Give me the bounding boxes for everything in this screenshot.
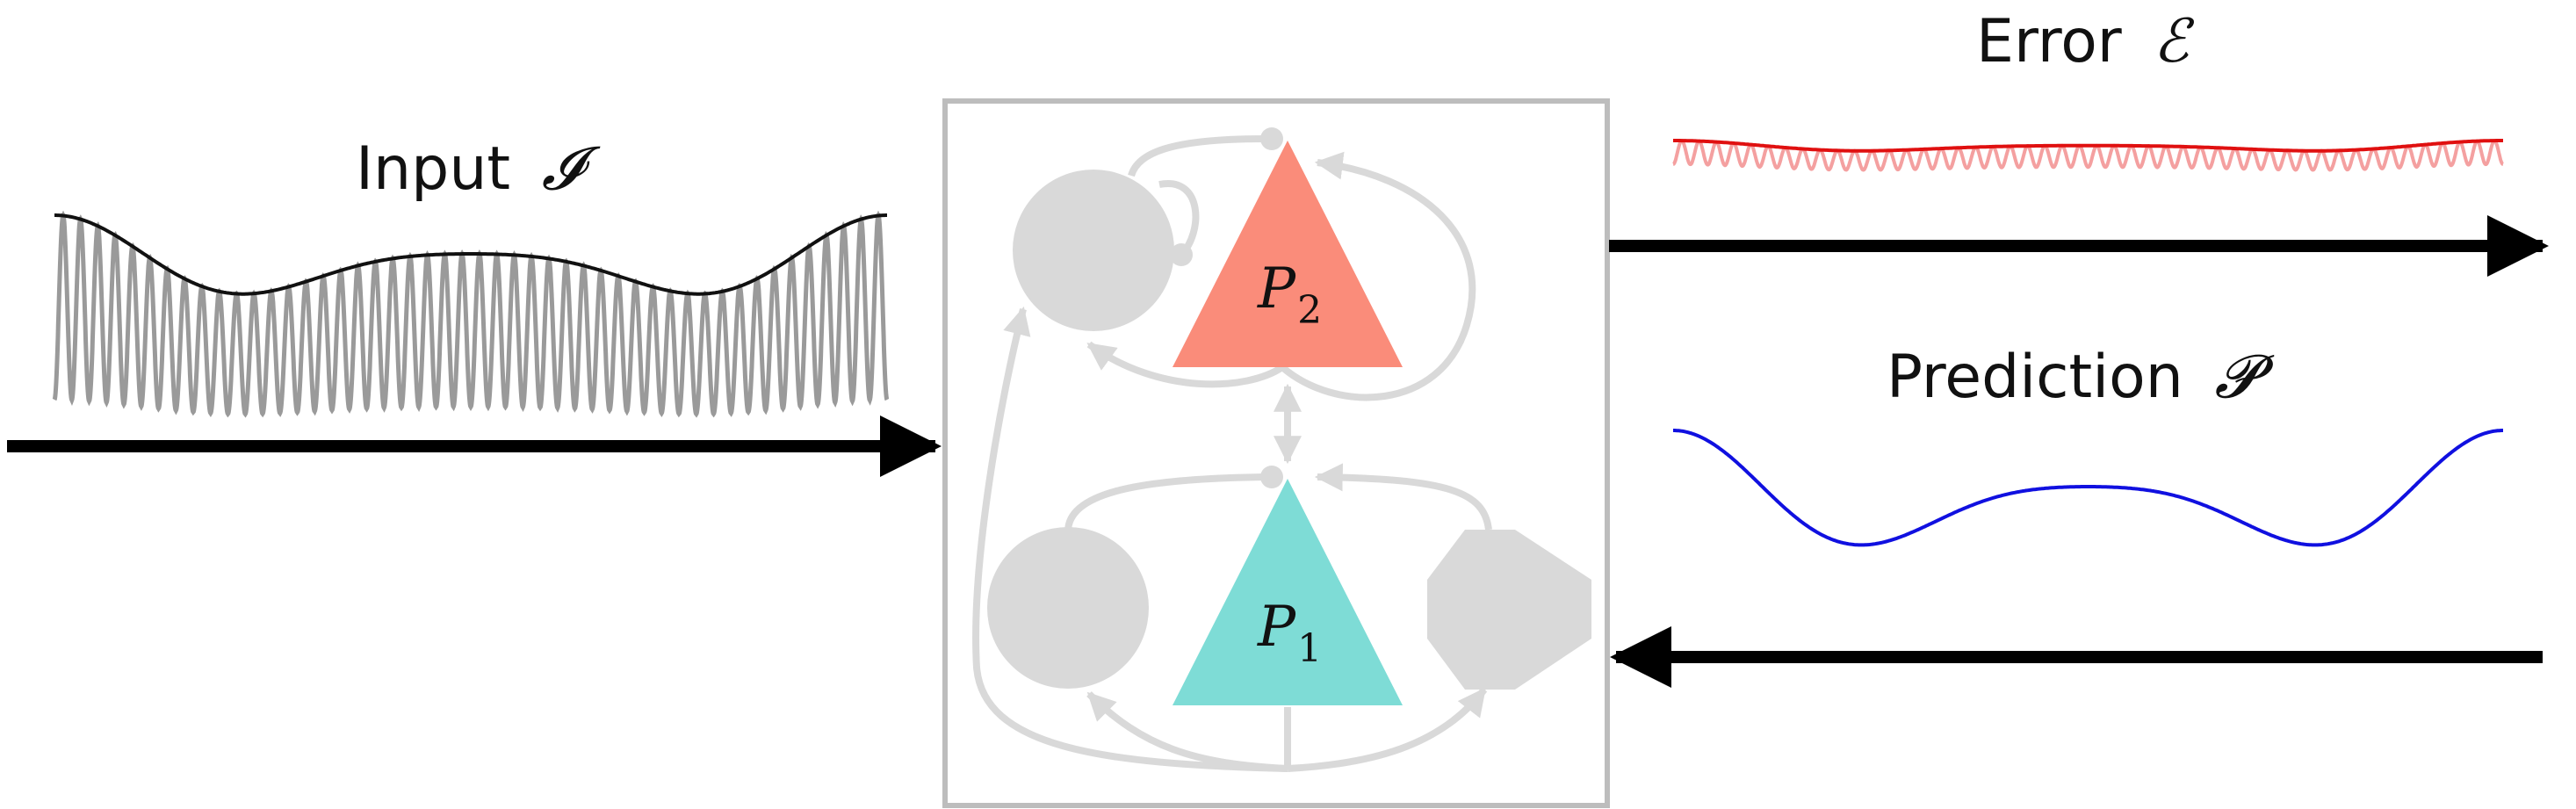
p1-pyramidal-neuron: [1173, 479, 1403, 705]
octagon-to-p1-connection: [1314, 463, 1492, 531]
circuit-connections: [972, 135, 1492, 772]
p1-to-upper-circle-connection: [972, 306, 1288, 772]
error-label: Error ℰ: [1976, 7, 2195, 76]
p2-to-upper-circle-connection: [1086, 341, 1285, 388]
inhibitory-synapse-dot: [1260, 127, 1283, 150]
p1-label: P1: [1257, 595, 1322, 671]
prediction-label: Prediction 𝓟: [1887, 343, 2274, 412]
octagon-interneuron: [1427, 530, 1591, 690]
upper-interneuron-circle: [1013, 170, 1174, 331]
self-inhibitory-synapse-dot: [1170, 243, 1193, 266]
prediction-signal: [1673, 429, 2503, 547]
lower-interneuron-circle: [987, 527, 1149, 689]
lower-inhibitory-connection: [1064, 473, 1266, 532]
upper-inhibitory-connection: [1128, 135, 1266, 177]
input-envelope-signal: [54, 213, 887, 296]
p2-pyramidal-neuron: [1173, 141, 1403, 367]
p2-recurrent-connection: [1280, 151, 1476, 401]
inhibitory-synapse-dot-lower: [1260, 466, 1283, 488]
p2-label: P2: [1257, 256, 1322, 333]
p1-to-octagon-connection: [1287, 687, 1488, 772]
error-raw-signal: [1672, 139, 2504, 172]
input-label: Input 𝓘: [356, 134, 601, 204]
circuit-box: [942, 98, 1610, 808]
input-raw-signal: [52, 210, 890, 418]
error-envelope-signal: [1673, 139, 2503, 153]
